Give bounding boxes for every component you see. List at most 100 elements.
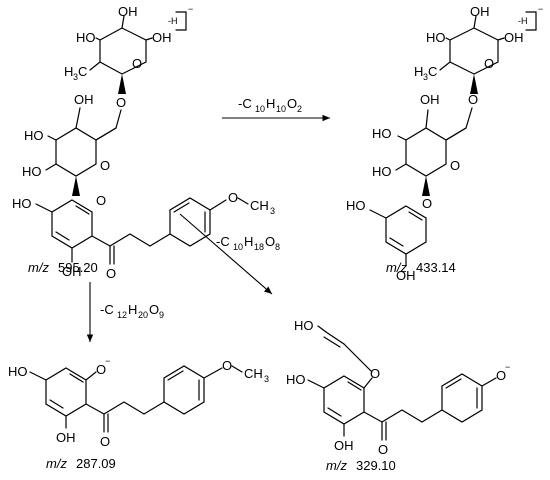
loss-h: H [128, 302, 137, 317]
mz-prefix: m/z [28, 260, 49, 275]
precursor-structure: OH OH HO O H 3 C O OH HO HO O O [12, 4, 275, 281]
arrow-to-329: -C 10 H 18 O 8 [179, 213, 280, 295]
ho-label: HO [12, 196, 32, 211]
loss-h: H [266, 96, 275, 111]
product-433-structure: OH OH HO O H 3 C O OH HO HO O O [346, 4, 543, 283]
ho-label: HO [346, 198, 366, 213]
enol-ether-chain [317, 325, 373, 373]
oh-label: OH [74, 92, 94, 107]
ring-oxygen-label: O [484, 56, 494, 71]
charge-minus: − [188, 4, 193, 14]
loss-h-count: 20 [138, 310, 148, 320]
charge-minus: − [538, 4, 543, 14]
ho-label: HO [286, 372, 306, 387]
mz-label-precursor: m/z 595.20 [28, 260, 98, 275]
oh-label: OH [62, 264, 82, 279]
ho-label: HO [76, 30, 96, 45]
loss-o: O [265, 234, 275, 249]
loss-c-count: 12 [117, 310, 127, 320]
ho-label: HO [372, 126, 392, 141]
oh-label: OH [56, 430, 76, 445]
loss-o-count: 8 [275, 242, 280, 252]
carbonyl-oxygen-label: O [106, 266, 116, 281]
aryl-oxygen-label: O [422, 196, 432, 211]
loss-h-count: 10 [276, 104, 286, 114]
mz-label-287: m/z 287.09 [46, 456, 116, 471]
loss-h: H [244, 234, 253, 249]
aryl-oxygen-label: O [96, 193, 106, 208]
mz-prefix: m/z [326, 458, 347, 473]
glucose-ring [395, 109, 467, 196]
ch3-label: CH [244, 366, 263, 381]
oh-label: OH [152, 30, 172, 45]
loss-label-287: -C 12 H 20 O 9 [100, 302, 164, 320]
oh-label: OH [334, 438, 354, 453]
ring-oxygen-label: O [100, 158, 110, 173]
mz-label-329: m/z 329.10 [326, 458, 396, 473]
aryl-ring-b [163, 365, 223, 415]
ho-label: HO [24, 128, 44, 143]
oh-label: OH [396, 268, 416, 283]
aryl-ring-a [35, 199, 171, 265]
glycosidic-oxygen-label: O [468, 92, 478, 107]
loss-prefix: -C [216, 234, 230, 249]
carbonyl-oxygen-label: O [378, 442, 388, 457]
loss-c-count: 10 [255, 104, 265, 114]
mz-value: 433.14 [416, 260, 456, 275]
glycosidic-oxygen-label: O [116, 95, 126, 110]
ho-label: HO [372, 164, 392, 179]
loss-label-329: -C 10 H 18 O 8 [216, 234, 280, 252]
phenoxide-label: O [96, 362, 106, 377]
oh-label: OH [504, 30, 524, 45]
charge-minus: − [505, 362, 510, 372]
oh-label: OH [118, 4, 138, 19]
methoxy-oxygen-label: O [222, 358, 232, 373]
product-287-structure: HO OH O − O O CH 3 m/z 287.09 [8, 356, 269, 471]
charge-label: -H [518, 16, 528, 26]
aryl-ring-b [169, 197, 227, 247]
ch3-subscript: 3 [270, 206, 275, 216]
ch3-label: CH [250, 198, 269, 213]
loss-o: O [149, 302, 159, 317]
mz-prefix: m/z [46, 456, 67, 471]
ch3-subscript: 3 [264, 374, 269, 384]
charge-label: -H [168, 16, 178, 26]
carbonyl-oxygen-label: O [100, 434, 110, 449]
oh-label: OH [420, 92, 440, 107]
aryl-ring-a [369, 205, 427, 267]
arrow-to-433: -C 10 H 10 O 2 [222, 96, 330, 122]
charge-bracket: -H − [518, 4, 543, 31]
ho-label: HO [22, 164, 42, 179]
methyl-h-label: H [414, 64, 423, 79]
charge-minus: − [105, 356, 110, 366]
glucose-ring [45, 107, 117, 196]
methoxy-oxygen-label: O [228, 190, 238, 205]
rhamnose-ring [439, 15, 505, 94]
mz-label-433: m/z 433.14 [386, 260, 456, 275]
mz-value: 329.10 [356, 458, 396, 473]
methyl-3-label: 3 [73, 72, 78, 82]
methyl-3-label: 3 [423, 72, 428, 82]
ring-oxygen-label: O [132, 56, 142, 71]
loss-prefix: -C [100, 302, 114, 317]
methyl-c-label: C [78, 64, 87, 79]
loss-label-433: -C 10 H 10 O 2 [238, 96, 302, 114]
ether-oxygen-label: O [370, 366, 380, 381]
loss-c-count: 10 [233, 242, 243, 252]
methyl-c-label: C [428, 64, 437, 79]
charge-bracket: -H − [168, 4, 193, 31]
methyl-group: H 3 C [64, 64, 87, 82]
ho-label: HO [8, 364, 28, 379]
loss-o-count: 2 [297, 104, 302, 114]
aryl-ring-a [307, 375, 443, 441]
rhamnose-ring [89, 15, 153, 94]
ho-label: HO [294, 318, 314, 333]
methyl-group: H 3 C [414, 64, 437, 82]
oh-label: OH [470, 4, 490, 19]
mz-value: 287.09 [76, 456, 116, 471]
mz-value: 595.20 [58, 260, 98, 275]
arrow-to-287: -C 12 H 20 O 9 [86, 282, 164, 342]
mz-prefix: m/z [386, 260, 407, 275]
phenoxide-label: O [496, 368, 506, 383]
